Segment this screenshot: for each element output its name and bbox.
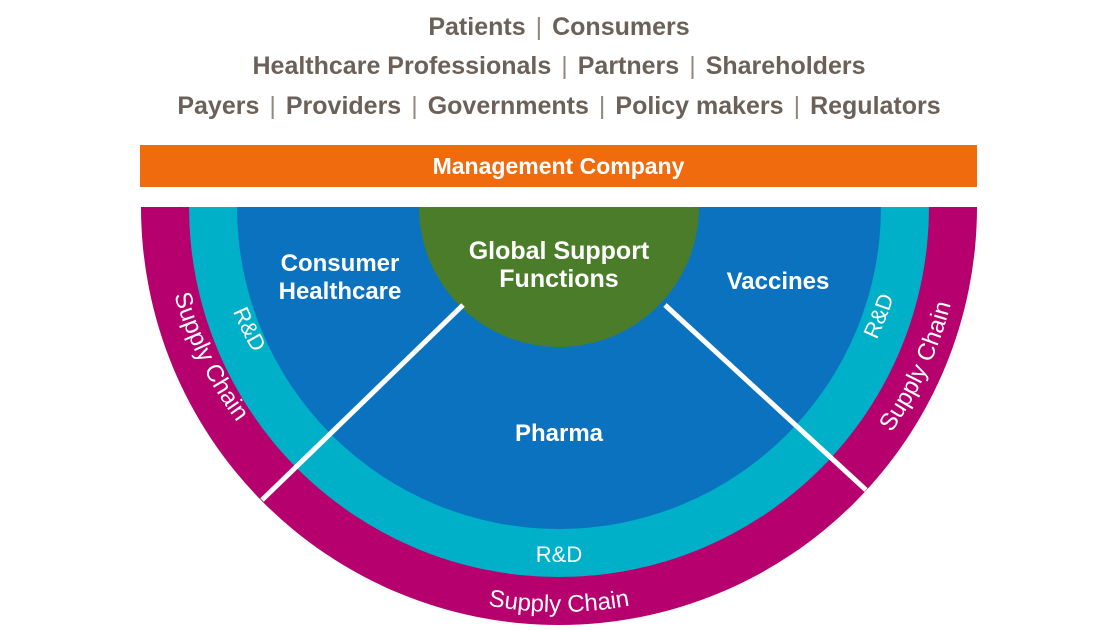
separator: |: [411, 92, 418, 120]
vaccines-label: Vaccines: [727, 268, 830, 295]
center-label-line1: Global Support: [469, 237, 650, 265]
stakeholder-healthcare-professionals: Healthcare Professionals: [252, 52, 552, 80]
stakeholder-patients: Patients: [428, 13, 526, 41]
stakeholder-policy-makers: Policy makers: [615, 92, 784, 120]
stakeholder-shareholders: Shareholders: [705, 52, 866, 80]
stakeholder-payers: Payers: [177, 92, 260, 120]
separator: |: [561, 52, 568, 80]
divider-right: [663, 303, 868, 492]
management-company-bar: Management Company: [140, 145, 977, 187]
separator: |: [598, 92, 606, 120]
stakeholder-row-3: Payers | Providers | Governments | Policy make…: [0, 91, 1118, 121]
separator: |: [535, 13, 543, 41]
center-label-line2: Functions: [499, 265, 618, 293]
separator: |: [793, 92, 801, 120]
consumer-healthcare-label-line2: Healthcare: [279, 278, 402, 305]
separator: |: [689, 52, 696, 80]
pharma-label: Pharma: [515, 420, 604, 447]
global-support-functions-circle: [419, 207, 699, 347]
stakeholder-row-2: Healthcare Professionals | Partners | Shareh…: [0, 51, 1118, 81]
stakeholder-governments: Governments: [427, 92, 589, 120]
stakeholder-regulators: Regulators: [810, 92, 941, 120]
business-core: [237, 207, 881, 529]
separator: |: [269, 92, 276, 120]
rd-label-bottom: R&D: [536, 542, 582, 567]
stakeholder-providers: Providers: [285, 92, 402, 120]
consumer-healthcare-label-line1: Consumer: [281, 250, 400, 277]
management-company-label: Management Company: [432, 152, 685, 179]
stakeholder-partners: Partners: [577, 52, 680, 80]
divider-left: [260, 303, 465, 502]
stakeholder-consumers: Consumers: [552, 13, 690, 41]
stakeholder-row-1: Patients | Consumers: [0, 12, 1118, 42]
